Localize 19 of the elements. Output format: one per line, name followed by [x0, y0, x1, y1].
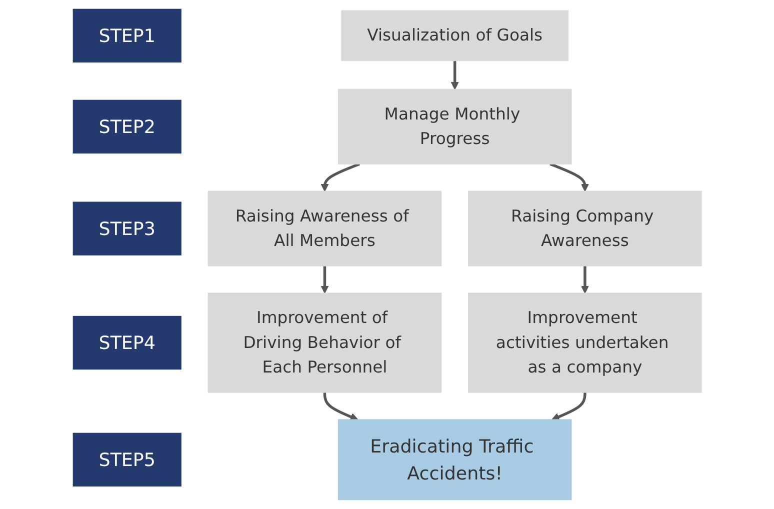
arrow: [551, 392, 586, 421]
node-box: Eradicating Traffic Accidents!: [338, 419, 572, 500]
arrow: [450, 60, 458, 90]
arrow: [323, 392, 358, 421]
node-box: Manage Monthly Progress: [338, 88, 572, 164]
arrow: [549, 162, 589, 192]
node-box: STEP2: [72, 100, 182, 154]
arrow: [320, 162, 360, 192]
node-box: STEP4: [72, 316, 182, 370]
node-box: STEP3: [72, 202, 182, 256]
node-box: STEP5: [72, 432, 182, 486]
node-box: Improvement activities undertaken as a company: [468, 292, 702, 393]
arrow: [580, 266, 589, 294]
arrow: [320, 266, 328, 294]
node-box: Raising Company Awareness: [468, 190, 702, 266]
node-box: STEP1: [72, 8, 182, 62]
node-box: Improvement of Driving Behavior of Each Personnel: [207, 292, 442, 393]
node-box: Raising Awareness of All Members: [207, 190, 442, 266]
node-box: Visualization of Goals: [340, 10, 568, 62]
